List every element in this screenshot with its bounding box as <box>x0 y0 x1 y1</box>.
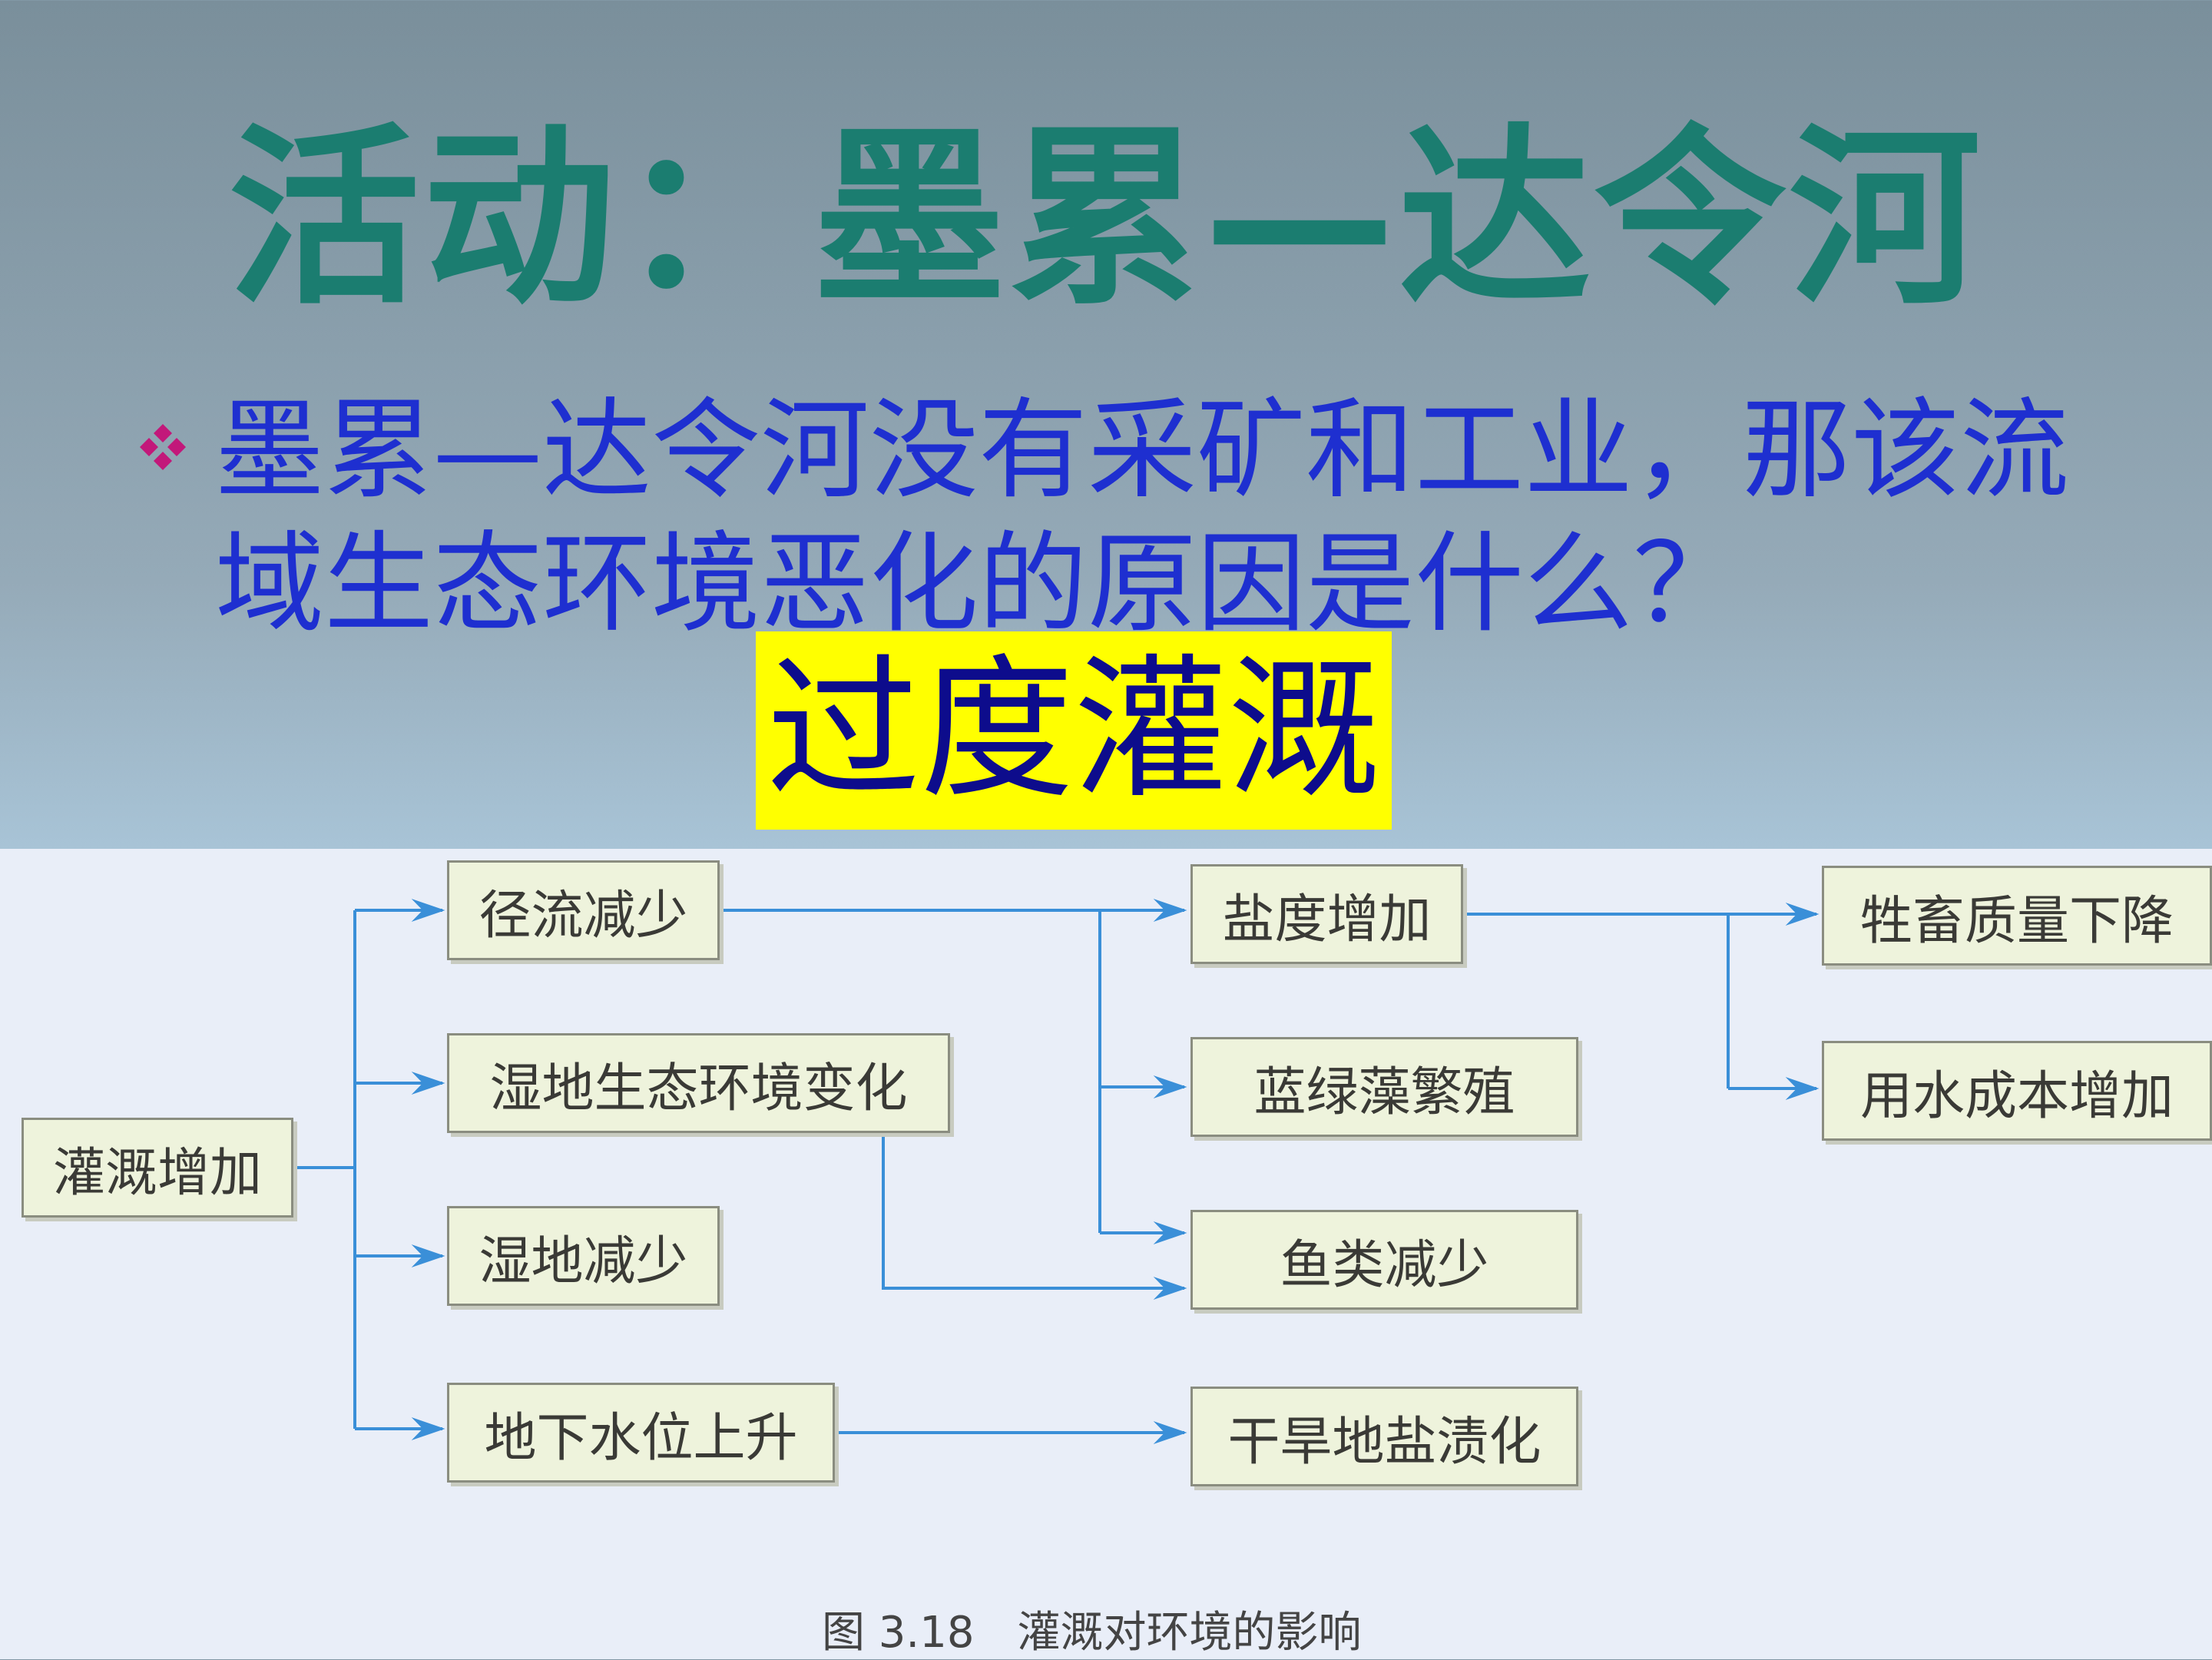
slide-title: 活动：墨累—达令河 <box>228 107 1984 330</box>
diagram-connectors <box>293 899 1820 1444</box>
answer-text: 过度灌溉 <box>766 641 1381 820</box>
node-salinity-increase: 盐度增加 <box>1190 864 1463 964</box>
flow-diagram-figure: 灌溉增加 径流减少 湿地生态环境变化 湿地减少 地下水位上升 盐度增加 蓝绿藻繁… <box>0 849 2212 1659</box>
bullet-text: 墨累—达令河没有采矿和工业，那该流域生态环境恶化的原因是什么？ <box>215 387 2069 648</box>
node-livestock-quality-decline: 牲畜质量下降 <box>1822 866 2212 966</box>
node-groundwater-rise: 地下水位上升 <box>447 1383 835 1483</box>
node-dryland-salinization: 干旱地盐渍化 <box>1190 1387 1578 1486</box>
node-fish-decrease: 鱼类减少 <box>1190 1210 1578 1310</box>
node-water-cost-increase: 用水成本增加 <box>1822 1041 2212 1141</box>
four-diamond-bullet-icon <box>140 424 186 470</box>
answer-highlight-box: 过度灌溉 <box>756 631 1392 830</box>
node-algae-bloom: 蓝绿藻繁殖 <box>1190 1037 1578 1137</box>
node-runoff-decrease: 径流减少 <box>447 860 720 960</box>
node-irrigation-increase: 灌溉增加 <box>22 1118 293 1218</box>
node-wetland-eco-change: 湿地生态环境变化 <box>447 1033 950 1133</box>
connector-wetland-eco-down <box>882 1133 1187 1300</box>
node-wetland-decrease: 湿地减少 <box>447 1206 720 1306</box>
figure-caption: 图 3.18 灌溉对环境的影响 <box>822 1608 1362 1658</box>
